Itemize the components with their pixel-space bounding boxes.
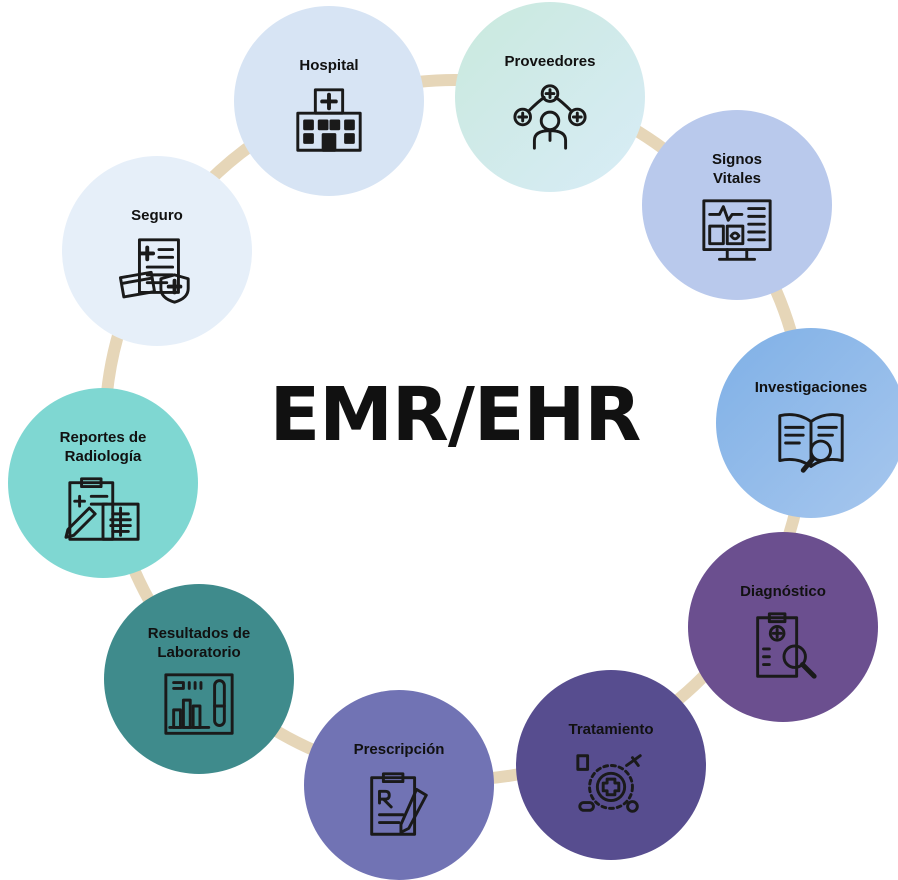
insurance-shield-icon [118, 238, 190, 304]
book-magnifier-icon [778, 413, 844, 473]
center-title: EMR/EHR [269, 372, 642, 458]
node-signos-vitales: Signos Vitales [642, 110, 832, 300]
medical-cross-pills-icon [576, 754, 642, 813]
node-hospital: Hospital [234, 6, 424, 196]
lab-results-icon [164, 673, 234, 735]
node-radiologia: Reportes de Radiología [8, 388, 198, 578]
node-seguro: Seguro [62, 156, 252, 346]
node-prescripcion: Prescripción [304, 690, 494, 880]
hospital-building-icon [296, 88, 362, 152]
node-diagnostico: Diagnóstico [688, 532, 878, 722]
node-laboratorio: Resultados de Laboratorio [104, 584, 294, 774]
node-label-laboratorio: Resultados de Laboratorio [147, 625, 251, 661]
node-label-prescripcion: Prescripción [353, 741, 445, 758]
node-label-radiologia: Reportes de Radiología [59, 429, 147, 465]
node-label-hospital: Hospital [299, 57, 359, 74]
prescription-pen-icon [370, 772, 428, 836]
doctor-network-icon [513, 84, 587, 150]
node-proveedores: Proveedores [455, 2, 645, 192]
node-label-investigaciones: Investigaciones [754, 379, 868, 396]
node-label-tratamiento: Tratamiento [568, 721, 654, 738]
node-label-proveedores: Proveedores [504, 53, 596, 70]
node-tratamiento: Tratamiento [516, 670, 706, 860]
node-investigaciones: Investigaciones [716, 328, 898, 518]
clipboard-magnifier-icon [756, 612, 817, 679]
radiology-clipboard-icon [64, 477, 140, 541]
vital-signs-monitor-icon [702, 199, 772, 261]
node-label-diagnostico: Diagnóstico [740, 583, 826, 600]
node-label-seguro: Seguro [131, 207, 183, 224]
node-label-signos-vitales: Signos Vitales [711, 151, 762, 187]
